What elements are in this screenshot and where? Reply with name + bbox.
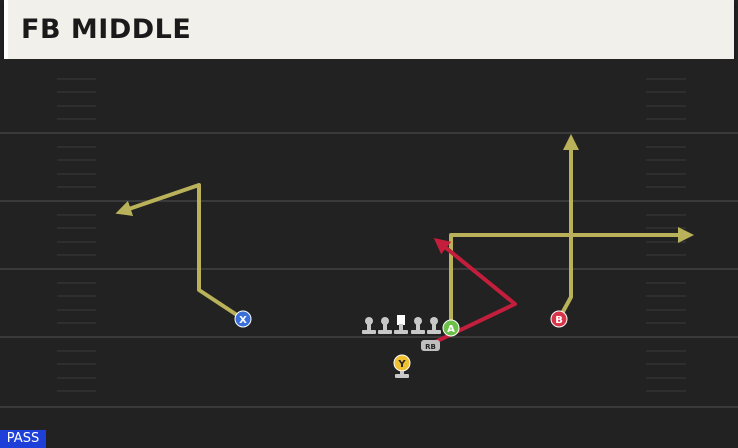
lineman-icon [362, 317, 376, 334]
route-x[interactable] [115, 183, 245, 321]
center-icon [394, 315, 408, 334]
route-a[interactable] [449, 227, 694, 328]
receiver-x[interactable]: X [234, 310, 252, 328]
receiver-x-button: X [239, 315, 247, 326]
lineman-icon [427, 317, 441, 334]
receiver-a[interactable]: A [442, 319, 460, 337]
hash-marks-right [646, 78, 686, 392]
offensive-line [362, 315, 441, 334]
play-title: FB MIDDLE [21, 14, 192, 45]
yard-lines [0, 132, 738, 408]
play-field [0, 59, 738, 448]
quarterback-y-button: Y [397, 359, 406, 370]
rb-label: RB [425, 343, 436, 351]
quarterback-y[interactable]: Y [393, 354, 411, 378]
lineman-icon [411, 317, 425, 334]
receiver-b-button: B [555, 315, 563, 326]
rb-tag: RB [421, 340, 440, 351]
play-title-bar: FB MIDDLE [4, 0, 734, 59]
receiver-a-button: A [447, 324, 455, 335]
receiver-b[interactable]: B [550, 310, 568, 328]
lineman-icon [378, 317, 392, 334]
play-type-badge: PASS [0, 430, 46, 448]
hash-marks-left [57, 78, 96, 392]
route-b[interactable] [557, 134, 579, 320]
